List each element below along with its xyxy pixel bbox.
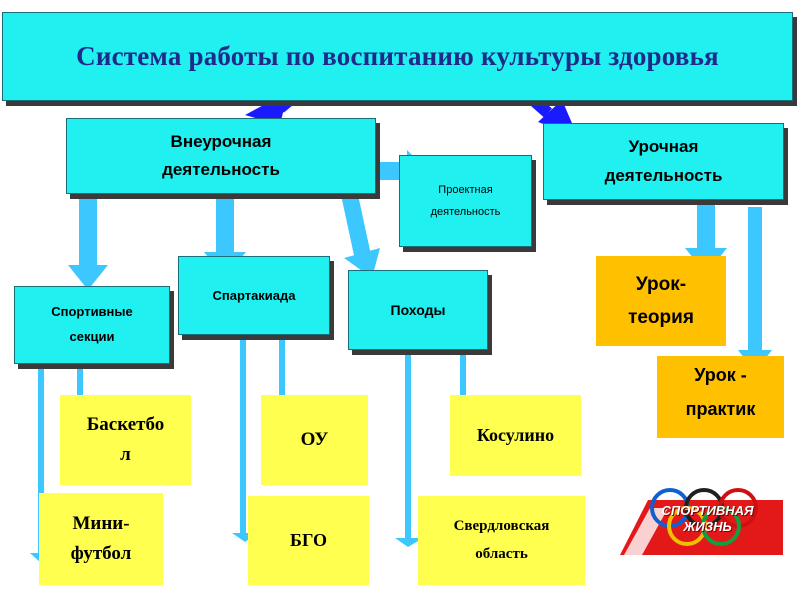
- title-box: Система работы по воспитанию культуры зд…: [2, 12, 793, 101]
- basketball-box: Баскетбо л: [60, 395, 191, 485]
- proektnaya-box: Проектная деятельность: [399, 155, 532, 247]
- sverdlovsk-label: Свердловская область: [453, 517, 550, 562]
- mini-football-label: Мини- футбол: [70, 512, 132, 564]
- mini-football-box: Мини- футбол: [39, 493, 163, 585]
- urok-praktika-label: Урок - практик а: [685, 365, 756, 438]
- vneurochnaya-box: Внеурочная деятельность: [66, 118, 376, 194]
- sport-sections-box: Спортивные секции: [14, 286, 170, 364]
- urok-praktika-box: Урок - практик а: [657, 356, 784, 438]
- ou-box: ОУ: [261, 395, 368, 485]
- ou-label: ОУ: [300, 429, 329, 450]
- bgo-box: БГО: [248, 496, 369, 585]
- kosulino-label: Косулино: [476, 425, 555, 445]
- arrow-to-urok-praktika: [738, 207, 772, 372]
- sport-life-logo-text: СПОРТИВНАЯ ЖИЗНЬ: [661, 503, 754, 534]
- urochnaya-box: Урочная деятельность: [543, 123, 784, 200]
- diagram-title: Система работы по воспитанию культуры зд…: [76, 41, 719, 71]
- proektnaya-label: Проектная деятельность: [430, 184, 501, 218]
- arrow-to-pohody: [341, 190, 380, 278]
- urochnaya-label: Урочная деятельность: [604, 137, 723, 185]
- bgo-label: БГО: [290, 530, 327, 550]
- sverdlovsk-box: Свердловская область: [418, 496, 585, 585]
- sport-life-logo: [620, 488, 783, 555]
- arrow-to-sport-sections: [68, 182, 108, 290]
- urok-teoria-box: Урок- теория: [596, 256, 726, 346]
- kosulino-box: Косулино: [450, 395, 581, 476]
- vneurochnaya-label: Внеурочная деятельность: [162, 131, 280, 179]
- urok-teoria-label: Урок- теория: [628, 273, 694, 328]
- pohody-box: Походы: [348, 270, 488, 350]
- spartakiada-label: Спартакиада: [212, 288, 296, 303]
- sport-sections-label: Спортивные секции: [51, 304, 133, 344]
- basketball-label: Баскетбо л: [86, 413, 165, 465]
- pohody-label: Походы: [390, 302, 446, 318]
- spartakiada-box: Спартакиада: [178, 256, 330, 335]
